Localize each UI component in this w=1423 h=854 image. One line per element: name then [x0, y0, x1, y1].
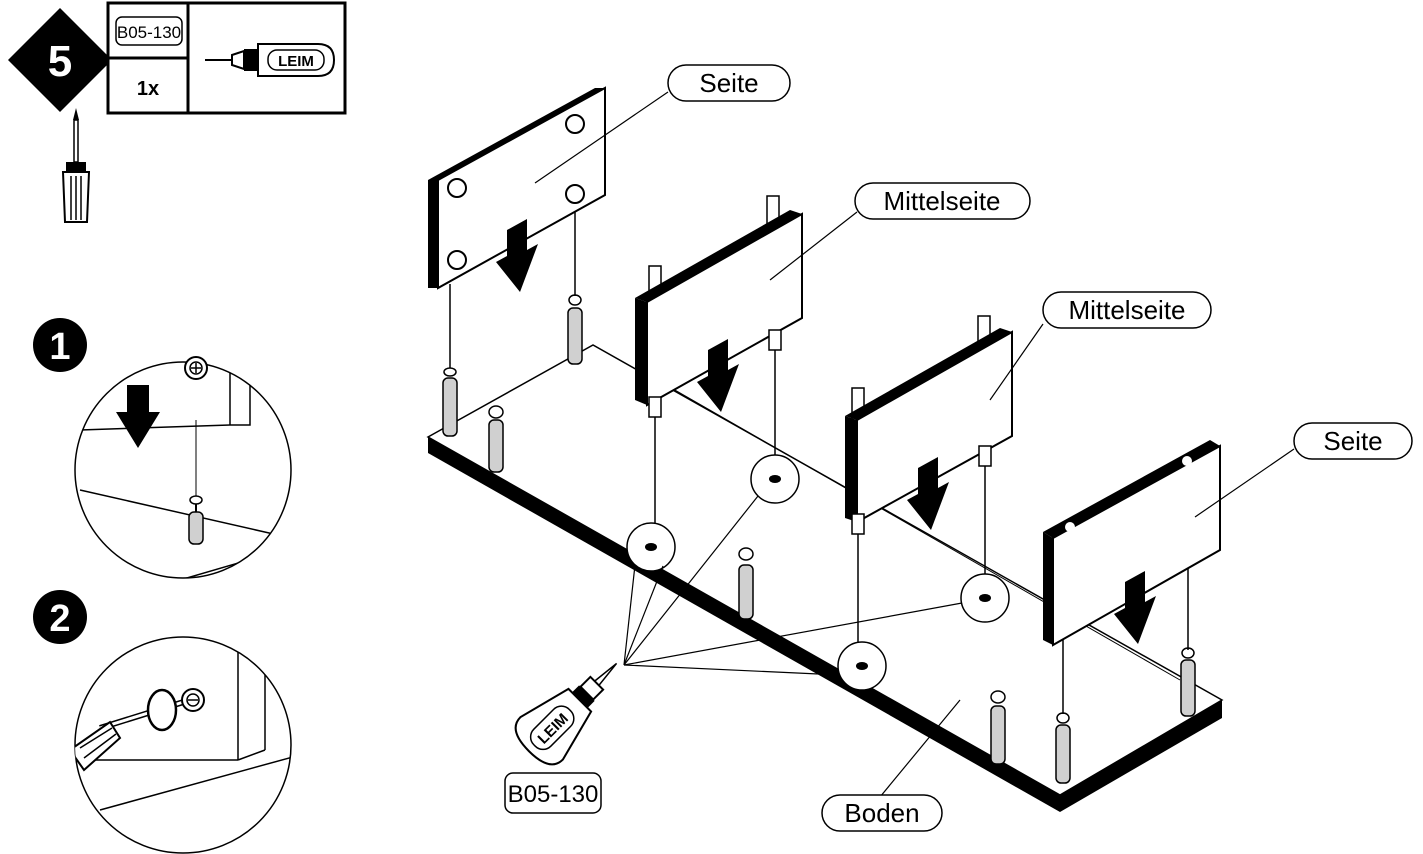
dowel-icon	[738, 547, 754, 620]
dowel-icon	[488, 405, 504, 473]
down-arrow-icon	[116, 385, 160, 448]
label-seite-left: Seite	[534, 64, 791, 184]
glue-bottle-code: B05-130	[508, 781, 599, 808]
down-arrow-icon	[907, 457, 949, 530]
down-arrow-icon	[1114, 571, 1156, 644]
dowel-icon	[1180, 647, 1196, 717]
parts-box: B05-130 1x LEIM	[106, 1, 347, 115]
step-badge: 5	[8, 8, 112, 112]
label-mittelseite-1: Mittelseite	[769, 182, 1031, 281]
parts-box-glue-label: LEIM	[278, 53, 314, 70]
glue-bottle-icon: LEIM	[205, 43, 336, 77]
parts-box-code: B05-130	[117, 23, 181, 42]
cam-lock-icon	[447, 114, 585, 270]
label-boden: Boden	[821, 699, 961, 832]
mittelseite-2-panel	[845, 315, 1013, 535]
detail-1-number: 1	[49, 326, 70, 368]
glue-bottle-icon: LEIM	[514, 662, 618, 766]
screwdriver-icon	[61, 108, 91, 223]
parts-box-quantity: 1x	[137, 78, 159, 100]
dowel-icon	[567, 294, 583, 365]
dowel-icon	[1055, 712, 1071, 784]
dowel-icon	[990, 690, 1006, 765]
cam-lock-icon	[181, 688, 205, 712]
label-mittelseite-2: Mittelseite	[989, 291, 1212, 401]
label-mittelseite-1-text: Mittelseite	[883, 186, 1000, 216]
detail-1: 1	[33, 318, 292, 579]
label-seite-right-text: Seite	[1323, 426, 1382, 456]
step-number: 5	[48, 37, 72, 86]
mittelseite-1-panel	[635, 195, 803, 418]
detail-2-number: 2	[49, 598, 70, 640]
down-arrow-icon	[496, 219, 538, 292]
dowel-icon	[442, 367, 458, 437]
seite-left-panel	[428, 86, 606, 292]
label-mittelseite-2-text: Mittelseite	[1068, 295, 1185, 325]
glue-hole-callouts	[626, 454, 1010, 691]
label-boden-text: Boden	[844, 798, 919, 828]
detail-2: 2	[33, 590, 292, 854]
seite-right-panel	[1043, 440, 1221, 647]
label-seite-left-text: Seite	[699, 68, 758, 98]
cam-lock-icon	[184, 356, 208, 380]
dowel-icon	[188, 495, 204, 545]
label-seite-right: Seite	[1194, 422, 1413, 518]
boden-panel	[426, 344, 1224, 812]
down-arrow-icon	[697, 339, 739, 412]
